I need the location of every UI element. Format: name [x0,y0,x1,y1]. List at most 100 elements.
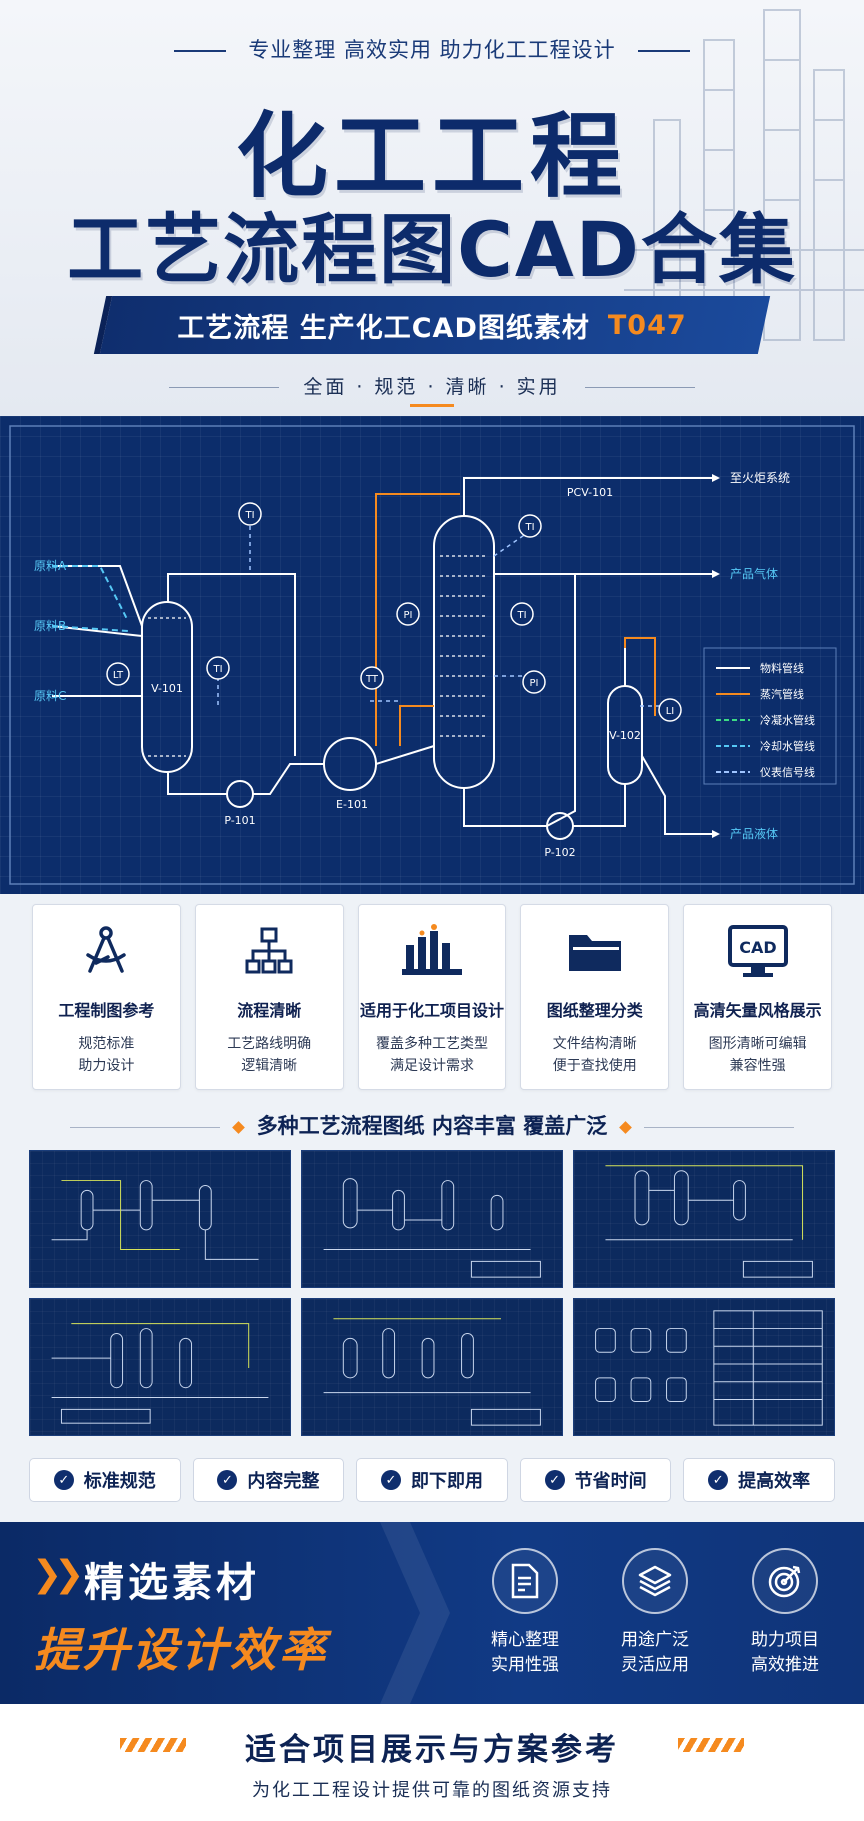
legend-item-4: 冷却水管线 [760,739,815,753]
card-desc-line2: 兼容性强 [729,1058,786,1074]
check-icon: ✓ [544,1470,565,1490]
badge: ✓提高效率 [683,1458,835,1502]
legend-item-1: 物料管线 [760,661,804,675]
card-title: 适用于化工项目设计 [359,1001,504,1020]
promo-item-label: 用途广泛 灵活应用 [621,1628,689,1678]
drawing-thumbnails [29,1150,835,1436]
promo-item-line1: 助力项目 [751,1630,819,1650]
promo-item: 用途广泛 灵活应用 [595,1548,715,1678]
inst-label-1: TI [244,510,254,521]
process-flow-diagram: TI LT TI TT TI PI TI PI LI V-101 [0,416,864,894]
thumbnail-drawing[interactable] [573,1150,835,1288]
thumbnail-drawing[interactable] [29,1298,291,1436]
features-line: 全面 · 规范 · 清晰 · 实用 [0,372,864,399]
promo-item-label: 精心整理 实用性强 [491,1628,559,1678]
card-title: 图纸整理分类 [546,1001,643,1020]
badge: ✓ 内容完整 [192,1458,345,1502]
promo-item: 精心整理 实用性强 [465,1548,585,1678]
feed-a: 原料A [34,559,67,573]
check-icon: ✓ [708,1470,729,1490]
output-gas: 产品气体 [730,566,778,581]
check-icon: ✓ [217,1470,238,1490]
product-code: T047 [607,309,687,341]
card-desc: 覆盖多种工艺类型 满足设计需求 [376,1033,488,1077]
promo-item-line2: 高效推进 [751,1655,819,1675]
inst-label-5: TI [524,522,534,533]
target-icon [752,1548,818,1614]
card-desc-line1: 工艺路线明确 [227,1036,312,1052]
check-icon: ✓ [53,1470,74,1490]
subtitle-banner: 工艺流程 生产化工CAD图纸素材 T047 [100,296,764,354]
badge: ✓标准规范 [29,1458,181,1502]
inst-label-8: PI [530,678,539,689]
feature-card-drafting: 工程制图参考 规范标准 助力设计 [32,904,181,1090]
promo-item-line2: 实用性强 [491,1655,559,1675]
thumbnail-drawing[interactable] [573,1298,835,1436]
inst-label-4: TT [365,674,379,685]
exchanger-e101 [323,737,377,791]
card-desc: 规范标准 助力设计 [78,1033,134,1077]
badge-label: 即下即用 [410,1471,483,1492]
inst-label-7: TI [516,610,526,621]
band-divider [380,1522,450,1704]
inst-label-2: LT [113,670,124,681]
flowchart-icon [237,919,301,983]
card-desc-line2: 满足设计需求 [389,1058,474,1074]
card-desc-line1: 覆盖多种工艺类型 [375,1036,488,1052]
label-pcv101: PCV-101 [567,486,613,499]
layers-icon [622,1548,688,1614]
card-desc-line2: 便于查找使用 [552,1058,637,1074]
card-desc-line2: 逻辑清晰 [241,1058,298,1074]
promo-band: ❯❯ 精选素材 提升设计效率 精心整理 实用性强 用途广泛 灵活应用 [0,1522,864,1704]
document-icon [492,1548,558,1614]
badge: ✓ 即下即用 [356,1458,508,1502]
label-p101: P-101 [224,814,255,827]
pid-drawing: TI LT TI TT TI PI TI PI LI V-101 [9,425,855,885]
legend-item-2: 蒸汽管线 [760,687,804,701]
thumbnail-drawing[interactable] [301,1298,563,1436]
card-desc-line2: 助力设计 [78,1058,135,1074]
card-desc: 图形清晰可编辑 兼容性强 [709,1033,807,1077]
inst-label-3: TI [212,664,222,675]
promo-line2: 提升设计效率 [34,1623,328,1677]
label-p102: P-102 [544,846,575,859]
card-title: 工程制图参考 [58,1001,155,1020]
compass-icon [74,919,138,983]
output-flare: 至火炬系统 [730,471,790,485]
stripe-decoration-right [678,1738,744,1752]
promo-items: 精心整理 实用性强 用途广泛 灵活应用 助力项目 高效推 [460,1548,850,1678]
label-v101: V-101 [151,682,183,695]
accent-dash [410,404,454,407]
thumbnail-drawing[interactable] [29,1150,291,1288]
promo-item-line2: 灵活应用 [621,1655,689,1675]
check-icon: ✓ [380,1470,401,1490]
feed-c: 原料C [34,689,66,703]
card-desc: 工艺路线明确 逻辑清晰 [227,1033,311,1077]
card-desc-line1: 规范标准 [78,1036,135,1052]
benefit-badges: ✓标准规范 ✓ 内容完整 ✓ 即下即用 ✓ 节省时间 ✓提高效率 [29,1458,835,1502]
badge-label: 内容完整 [247,1471,320,1492]
promo-item-label: 助力项目 高效推进 [751,1628,819,1678]
card-desc-line1: 文件结构清晰 [552,1036,637,1052]
factory-icon [400,919,464,983]
promo-item-line1: 用途广泛 [621,1630,689,1650]
stripe-decoration-left [120,1738,186,1752]
tagline: 专业整理 高效实用 助力化工工程设计 [0,34,864,64]
svg-text:CAD: CAD [739,938,776,957]
feature-card-project: 适用于化工项目设计 覆盖多种工艺类型 满足设计需求 [357,904,507,1090]
badge-label: 节省时间 [574,1471,647,1492]
footer-title: 适合项目展示与方案参考 [245,1732,619,1768]
inst-label-6: PI [404,610,413,621]
output-liquid: 产品液体 [730,826,778,841]
thumbnail-drawing[interactable] [301,1150,563,1288]
footer: 适合项目展示与方案参考 为化工工程设计提供可靠的图纸资源支持 [0,1704,864,1821]
footer-subtitle: 为化工工程设计提供可靠的图纸资源支持 [252,1780,612,1801]
diagram-legend: 物料管线 蒸汽管线 冷凝水管线 冷却水管线 仪表信号线 [703,647,837,785]
inst-label-9: LI [666,706,675,717]
feature-card-flow: 流程清晰 工艺路线明确 逻辑清晰 [194,904,344,1090]
feature-card-folders: 图纸整理分类 文件结构清晰 便于查找使用 [520,904,670,1090]
pump-p101 [226,780,254,808]
section-heading-text: 多种工艺流程图纸 内容丰富 覆盖广泛 [256,1114,608,1138]
feature-card-vector: CAD 高清矢量风格展示 图形清晰可编辑 兼容性强 [683,904,832,1090]
card-desc: 文件结构清晰 便于查找使用 [553,1033,637,1077]
